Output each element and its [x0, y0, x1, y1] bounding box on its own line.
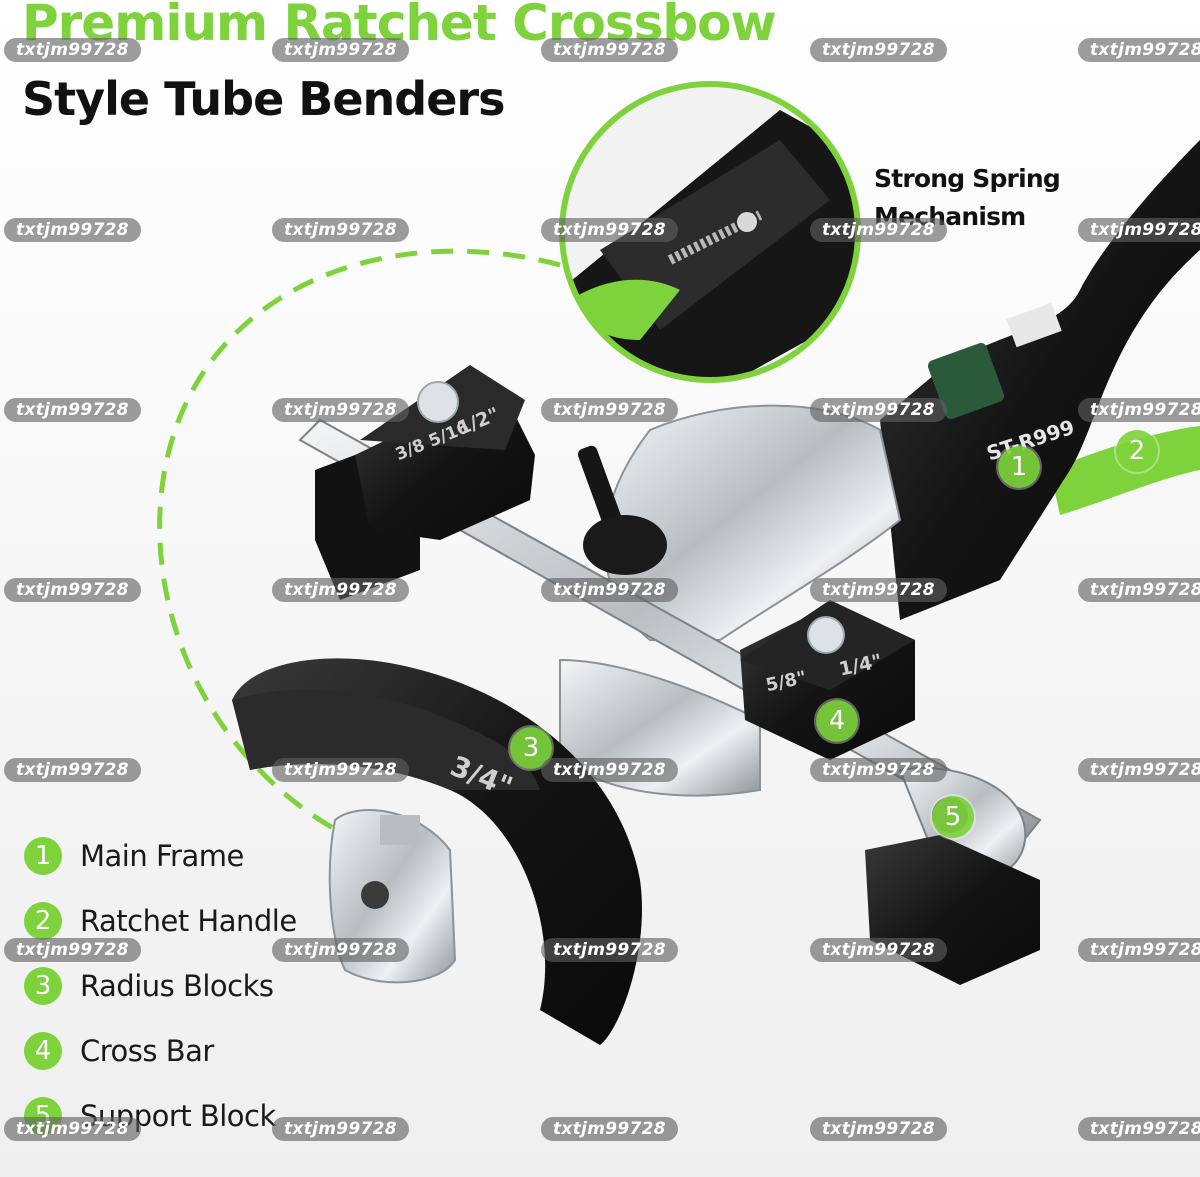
watermark: txtjm99728: [4, 38, 141, 62]
watermark: txtjm99728: [1078, 398, 1200, 422]
watermark: txtjm99728: [541, 38, 678, 62]
watermark: txtjm99728: [541, 578, 678, 602]
legend-label: Radius Blocks: [80, 969, 274, 1003]
watermark: txtjm99728: [810, 218, 947, 242]
watermark: txtjm99728: [272, 1117, 409, 1141]
watermark: txtjm99728: [4, 1117, 141, 1141]
watermark: txtjm99728: [1078, 758, 1200, 782]
watermark: txtjm99728: [1078, 578, 1200, 602]
support-block-right: 5/8" 1/4": [740, 600, 915, 760]
legend-label: Cross Bar: [80, 1034, 214, 1068]
watermark: txtjm99728: [272, 398, 409, 422]
watermark: txtjm99728: [810, 1117, 947, 1141]
legend-number: 4: [24, 1032, 62, 1070]
watermark: txtjm99728: [272, 938, 409, 962]
spring-mechanism-inset: [559, 81, 861, 383]
wing-nut: [583, 515, 667, 575]
ratchet-handle-green: [1050, 426, 1200, 515]
legend-label: Main Frame: [80, 839, 244, 873]
legend-item: 3 Radius Blocks: [24, 966, 274, 1006]
watermark: txtjm99728: [4, 398, 141, 422]
watermark: txtjm99728: [1078, 1117, 1200, 1141]
watermark: txtjm99728: [810, 758, 947, 782]
watermark: txtjm99728: [1078, 38, 1200, 62]
wing-nut-stem: [577, 445, 623, 530]
watermark: txtjm99728: [272, 758, 409, 782]
watermark: txtjm99728: [541, 1117, 678, 1141]
legend-item: 1 Main Frame: [24, 836, 244, 876]
watermark: txtjm99728: [810, 578, 947, 602]
watermark: txtjm99728: [272, 218, 409, 242]
watermark: txtjm99728: [4, 938, 141, 962]
legend-item: 4 Cross Bar: [24, 1031, 214, 1071]
brand-label: [927, 342, 1005, 420]
callout-line-1: Strong Spring: [874, 164, 1061, 193]
watermark: txtjm99728: [541, 218, 678, 242]
legend-item: 2 Ratchet Handle: [24, 901, 297, 941]
main-frame-handle: [880, 140, 1200, 620]
badge-ratchet-handle: 2: [1116, 430, 1158, 472]
watermark: txtjm99728: [541, 398, 678, 422]
handle-window: [1006, 302, 1062, 348]
watermark: txtjm99728: [810, 38, 947, 62]
watermark: txtjm99728: [4, 578, 141, 602]
legend-number: 3: [24, 967, 62, 1005]
watermark: txtjm99728: [272, 38, 409, 62]
badge-main-frame: 1: [998, 446, 1040, 488]
watermark: txtjm99728: [541, 938, 678, 962]
spring: [667, 210, 763, 265]
badge-cross-bar: 4: [816, 700, 858, 742]
hook-hole: [361, 881, 389, 909]
watermark: txtjm99728: [810, 938, 947, 962]
watermark: txtjm99728: [810, 398, 947, 422]
legend-number: 2: [24, 902, 62, 940]
title-line-2: Style Tube Benders: [22, 72, 505, 126]
legend-number: 1: [24, 837, 62, 875]
watermark: txtjm99728: [272, 578, 409, 602]
badge-support-block: 5: [932, 796, 974, 838]
watermark: txtjm99728: [541, 758, 678, 782]
watermark: txtjm99728: [4, 218, 141, 242]
dashed-connector: [157, 248, 561, 851]
support-block-top-left: 3/8 5/16 1/2": [315, 365, 535, 600]
legend-label: Ratchet Handle: [80, 904, 297, 938]
watermark: txtjm99728: [4, 758, 141, 782]
watermark: txtjm99728: [1078, 938, 1200, 962]
blurred-logo: [380, 815, 420, 845]
watermark: txtjm99728: [1078, 218, 1200, 242]
